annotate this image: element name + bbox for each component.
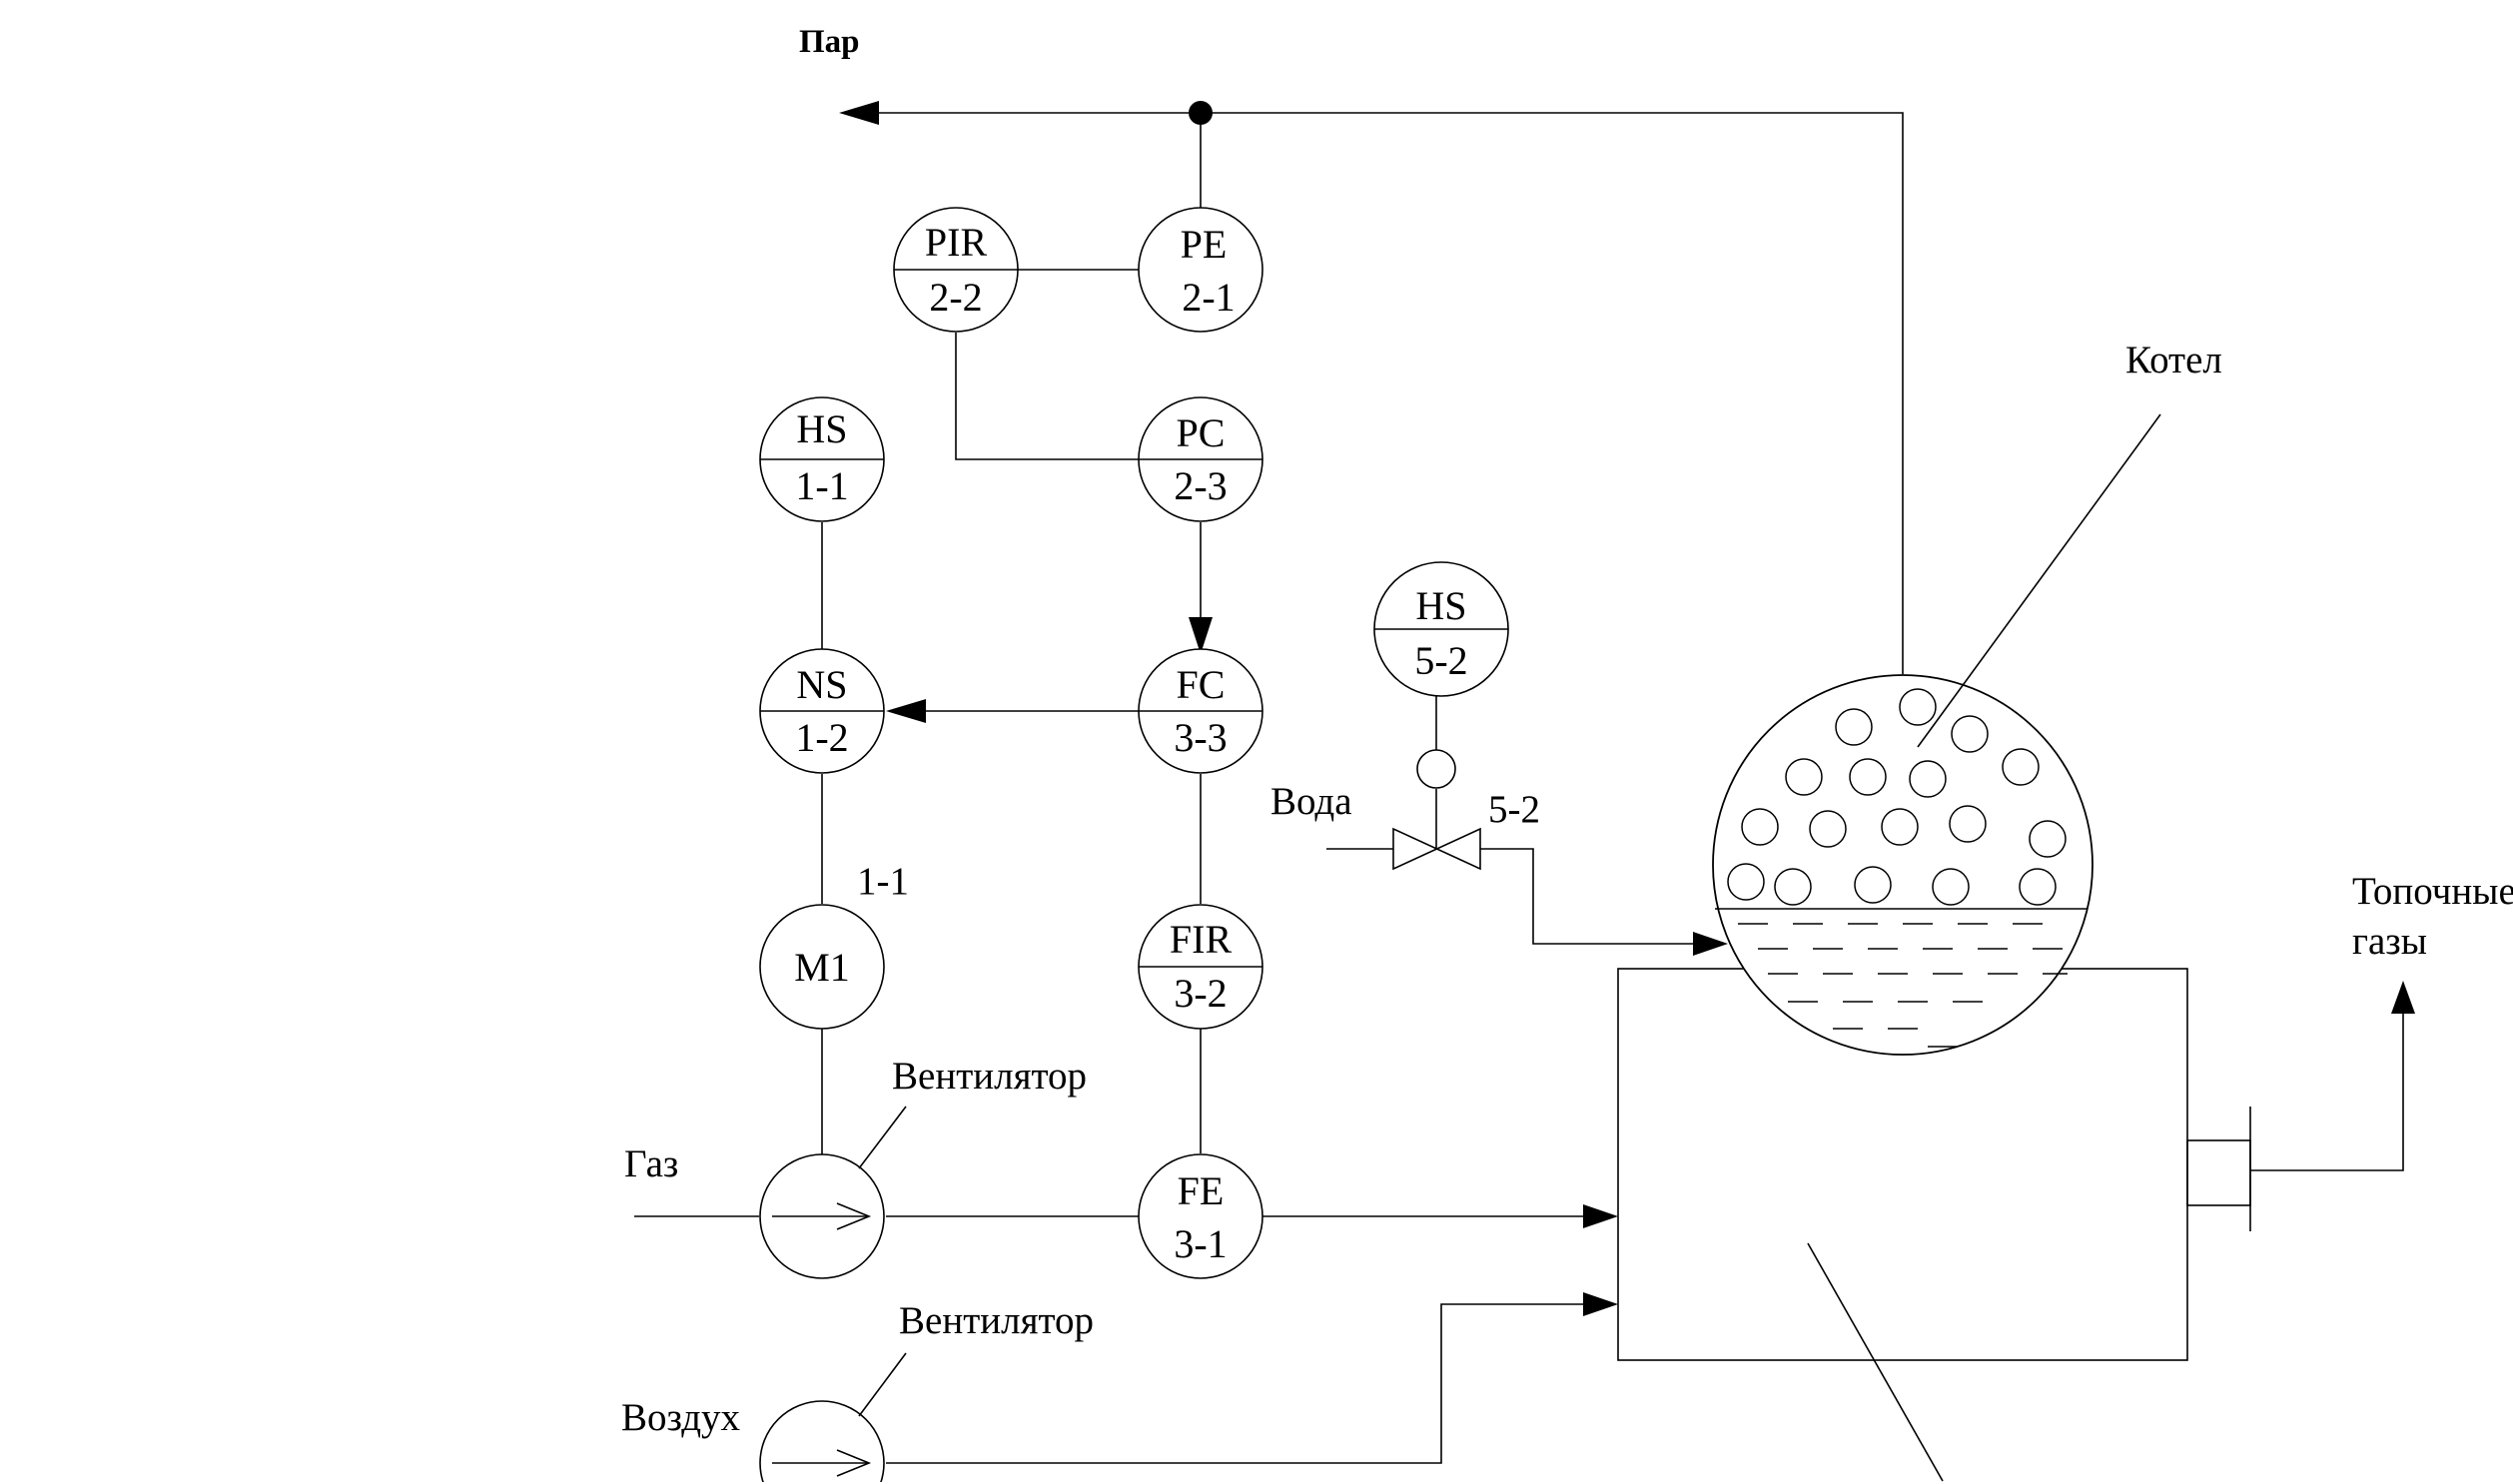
boiler-leader-line [1917, 413, 2161, 748]
air-fan-label: Вентилятор [899, 1299, 1094, 1342]
fc-3-3-number: 3-3 [1174, 715, 1227, 760]
boiler-drum [1712, 674, 2094, 1056]
gas-fan-label: Вентилятор [892, 1055, 1087, 1098]
motor-m1: M1 [759, 904, 885, 1030]
flue-gas-label-line2: газы [2352, 920, 2427, 963]
ns-1-2-code: NS [796, 662, 847, 707]
pe-2-1-number: 2-1 [1182, 275, 1235, 320]
pc-2-3-number: 2-3 [1174, 463, 1227, 508]
instrument-ns-1-2: NS 1-2 [759, 648, 885, 774]
control-signal-lines [821, 522, 1202, 1158]
fir-3-2-number: 3-2 [1174, 971, 1227, 1016]
hs-5-2-number: 5-2 [1414, 638, 1467, 683]
instrument-fir-3-2: FIR 3-2 [1138, 904, 1263, 1030]
gas-fan [759, 1106, 907, 1279]
instrument-pc-2-3: PC 2-3 [1138, 396, 1263, 522]
flue-gas-outlet [2186, 981, 2415, 1231]
ns-1-2-number: 1-2 [795, 715, 848, 760]
gas-label: Газ [624, 1142, 678, 1185]
hs-1-1-code: HS [796, 406, 847, 451]
instrument-pir-2-2: PIR 2-2 [893, 207, 1019, 333]
hs-1-1-number: 1-1 [795, 463, 848, 508]
drum-water-dashes [1738, 923, 2068, 1048]
bottom-crop-edge [0, 1482, 2513, 1484]
water-line [1326, 848, 1728, 956]
steam-pressure-taps [955, 113, 1213, 654]
pir-2-2-code: PIR [925, 220, 988, 265]
instrument-hs-5-2: HS 5-2 [1373, 561, 1509, 697]
flue-gas-label-line1: Топочные [2352, 870, 2513, 913]
water-valve [1392, 696, 1481, 871]
valve-position-label: 5-2 [1488, 788, 1540, 831]
gas-line [634, 1204, 1618, 1228]
drum-steam-bubbles [1727, 688, 2067, 906]
motor-position-label: 1-1 [857, 860, 909, 903]
fir-3-2-code: FIR [1170, 917, 1233, 962]
steam-label: Пар [799, 24, 860, 60]
fe-3-1-code: FE [1178, 1168, 1225, 1213]
air-line [886, 1292, 1618, 1464]
pir-2-2-number: 2-2 [929, 275, 982, 320]
instrument-fe-3-1: FE 3-1 [1138, 1153, 1263, 1279]
air-fan [759, 1352, 907, 1484]
instrument-hs-1-1: HS 1-1 [759, 396, 885, 522]
fc-3-3-code: FC [1177, 662, 1226, 707]
motor-label: M1 [794, 945, 850, 990]
pe-2-1-code: PE [1181, 222, 1228, 267]
fe-3-1-number: 3-1 [1174, 1221, 1227, 1266]
pc-2-3-code: PC [1177, 410, 1226, 455]
steam-line [839, 101, 1904, 674]
hs-5-2-code: HS [1415, 583, 1466, 628]
instrument-pe-2-1: PE 2-1 [1138, 207, 1263, 333]
instrument-fc-3-3: FC 3-3 [1138, 648, 1263, 774]
water-label: Вода [1270, 780, 1352, 823]
boiler-label: Котел [2125, 339, 2222, 381]
air-label: Воздух [621, 1396, 741, 1439]
